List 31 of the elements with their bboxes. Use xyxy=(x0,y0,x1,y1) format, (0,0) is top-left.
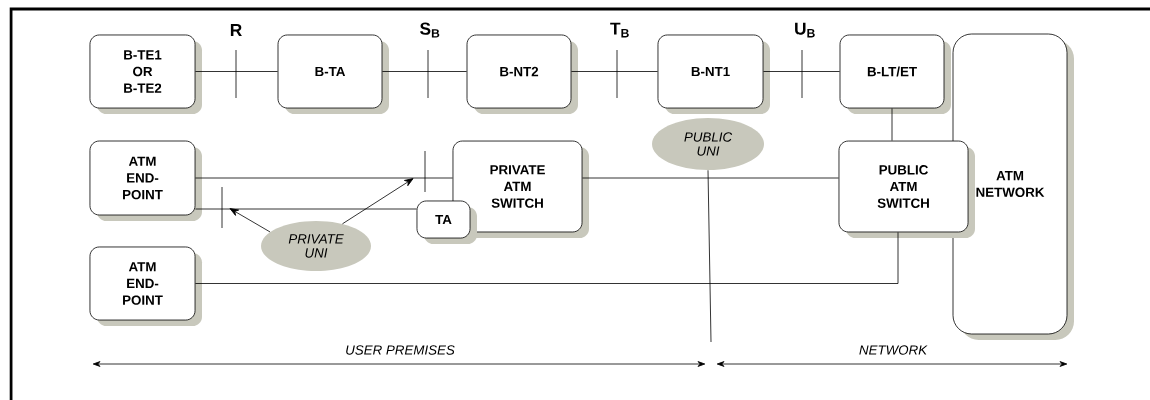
connector-line xyxy=(571,71,658,72)
reference-point-label: R xyxy=(230,24,242,36)
leader-line xyxy=(342,178,414,225)
region-label: USER PREMISES xyxy=(346,345,455,355)
function-box: B-LT/ET xyxy=(839,34,951,114)
connector-line xyxy=(582,177,839,179)
network-box: ATM NETWORK xyxy=(952,33,1074,340)
boundary-line xyxy=(707,169,712,343)
ellipse-label: PRIVATE UNI xyxy=(261,221,371,271)
connector-line xyxy=(195,71,278,72)
reference-point-label: U$_{B}$ xyxy=(795,22,815,38)
reference-point-label: S$_{B}$ xyxy=(420,22,440,38)
reference-point-label: T$_{B}$ xyxy=(610,22,629,38)
connector-line xyxy=(195,177,453,179)
region-label: NETWORK xyxy=(859,345,928,355)
function-box: B-NT1 xyxy=(657,34,770,114)
function-box: PUBLIC ATM SWITCH xyxy=(838,140,975,238)
connector-line xyxy=(763,71,840,72)
connector-line xyxy=(891,108,893,142)
connector-line xyxy=(195,208,417,210)
function-box: B-TE1 OR B-TE2 xyxy=(89,34,202,114)
function-box: ATM END-POINT xyxy=(89,140,202,221)
function-box: ATM END-POINT xyxy=(89,246,202,326)
connector-line xyxy=(195,231,899,284)
ellipse-label: PUBLIC UNI xyxy=(652,118,764,170)
function-box: PRIVATE ATM SWITCH xyxy=(452,140,589,238)
leader-line xyxy=(229,208,271,233)
function-box: B-NT2 xyxy=(466,34,578,114)
function-box: TA xyxy=(416,200,477,244)
connector-line xyxy=(382,71,467,72)
function-box: B-TA xyxy=(277,34,389,114)
